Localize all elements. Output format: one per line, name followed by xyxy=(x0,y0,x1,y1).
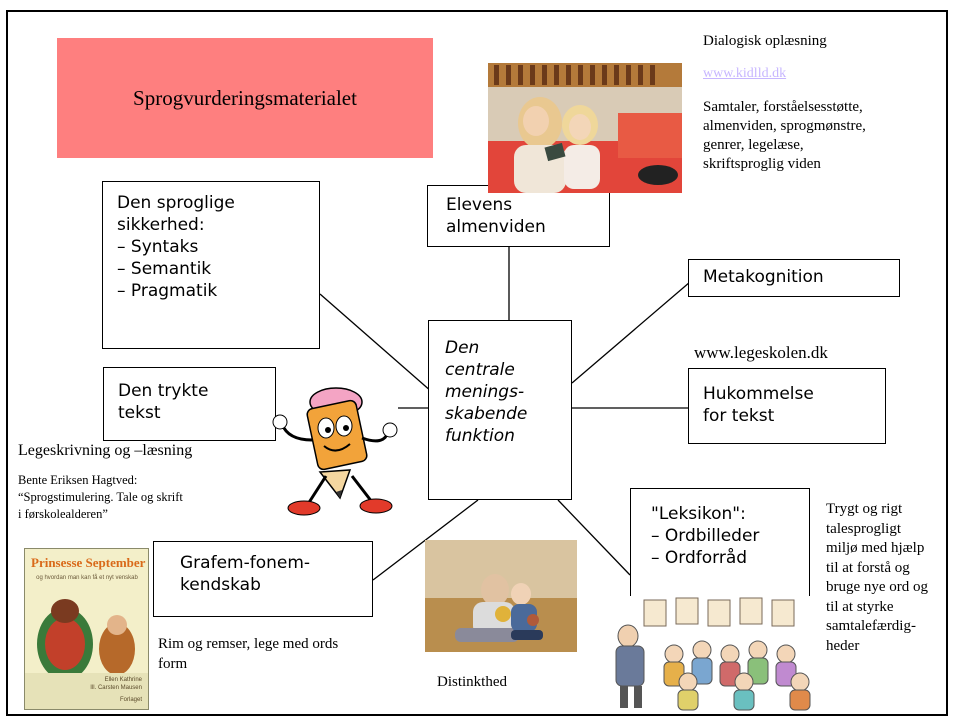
title-box: Sprogvurderingsmaterialet xyxy=(57,38,433,158)
classroom-drawing xyxy=(604,596,822,712)
center-line: menings- xyxy=(445,382,525,402)
connector-leksikon xyxy=(557,499,631,576)
book-title: Prinsesse September xyxy=(31,555,146,570)
connector-sprog xyxy=(319,293,433,393)
box-line: – Syntaks xyxy=(117,237,199,257)
box-line: – Semantik xyxy=(117,259,212,279)
book-author-2: Ill. Carsten Mausen xyxy=(90,685,142,691)
box-line: Grafem-fonem- xyxy=(180,553,311,573)
box-line: Metakognition xyxy=(703,267,824,287)
center-line: funktion xyxy=(445,426,515,446)
box-metakognition: Metakognition xyxy=(688,259,900,297)
box-line: for tekst xyxy=(703,406,775,426)
pencil-cartoon xyxy=(268,380,400,520)
box-line: – Pragmatik xyxy=(117,281,218,301)
box-line: – Ordforråd xyxy=(651,548,748,568)
note-bente: Bente Eriksen Hagtved: “Sprogstimulering… xyxy=(18,473,183,521)
box-line: kendskab xyxy=(180,575,261,595)
note-trygt: Trygt og rigt talesprogligt miljø med hj… xyxy=(826,501,929,654)
box-line: Den trykte xyxy=(118,381,209,401)
book-cover: Prinsesse September og hvordan man kan f… xyxy=(24,548,149,710)
box-line: "Leksikon": xyxy=(651,504,746,524)
note-rim: Rim og remser, lege med ords form xyxy=(158,636,339,672)
box-elevens-almenviden: Elevens almenviden xyxy=(427,185,610,247)
title-text: Sprogvurderingsmaterialet xyxy=(133,85,357,110)
book-subtitle: og hvordan man kan få et nyt venskab xyxy=(36,575,138,581)
reading-photo xyxy=(488,63,682,193)
center-line: skabende xyxy=(445,404,528,424)
note-distinkthed: Distinkthed xyxy=(437,674,507,690)
note-legeskolen: www.legeskolen.dk xyxy=(694,343,828,362)
play-photo xyxy=(425,540,577,652)
box-grafem-fonem-kendskab: Grafem-fonem- kendskab xyxy=(153,541,373,617)
box-hukommelse-for-tekst: Hukommelse for tekst xyxy=(688,368,886,444)
connector-meta xyxy=(571,281,691,384)
center-box: Den centrale menings- skabende funktion xyxy=(428,320,572,500)
center-line: Den xyxy=(445,338,480,358)
box-line: Den sproglige xyxy=(117,193,235,213)
box-den-trykte-tekst: Den trykte tekst xyxy=(103,367,276,441)
book-author-1: Ellen Kathrine xyxy=(104,677,142,683)
box-line: almenviden xyxy=(446,217,546,237)
box-line: tekst xyxy=(118,403,161,423)
box-line: Hukommelse xyxy=(703,384,814,404)
note-legeskrivning: Legeskrivning og –læsning xyxy=(18,442,193,459)
note-dialogisk: Dialogisk oplæsning xyxy=(703,33,827,49)
box-line: Elevens xyxy=(446,195,513,215)
box-line: sikkerhed: xyxy=(117,215,205,235)
box-leksikon: "Leksikon": – Ordbilleder – Ordforråd xyxy=(630,488,810,598)
link-kidlld[interactable]: www.kidlld.dk xyxy=(703,66,787,81)
box-line: – Ordbilleder xyxy=(651,526,760,546)
book-publisher: Forlaget xyxy=(119,697,142,703)
center-line: centrale xyxy=(445,360,515,380)
note-samtaler: Samtaler, forståelsesstøtte, almenviden,… xyxy=(703,99,866,172)
box-sproglig-sikkerhed: Den sproglige sikkerhed: – Syntaks – Sem… xyxy=(102,181,320,349)
